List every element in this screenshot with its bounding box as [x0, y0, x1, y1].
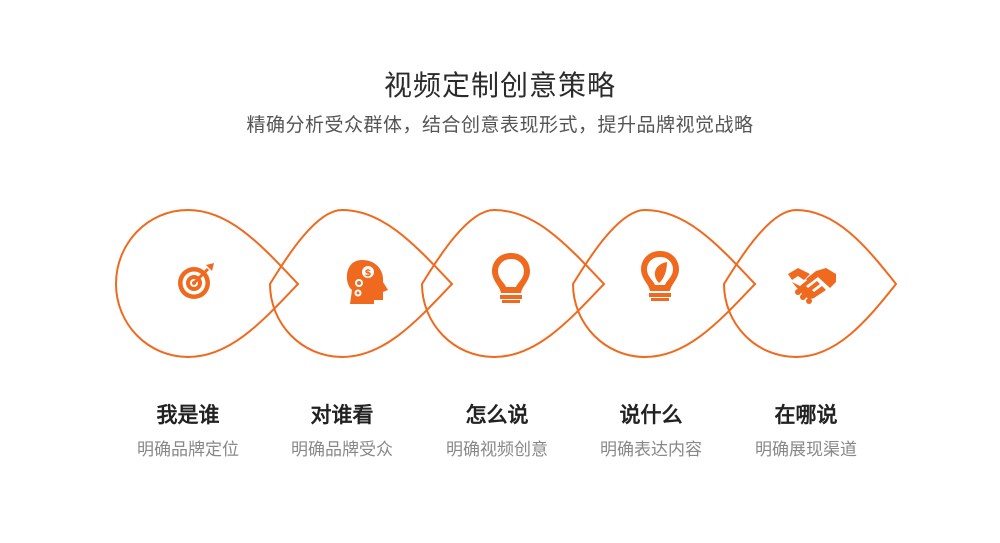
step-title-1: 我是谁 — [156, 403, 220, 427]
svg-text:$: $ — [365, 268, 372, 279]
page-title: 视频定制创意策略 — [383, 69, 616, 102]
step-title-3: 怎么说 — [465, 403, 529, 427]
head-coin-icon: $ — [346, 260, 388, 304]
step-subtitle-4: 明确表达内容 — [600, 440, 702, 460]
step-subtitle-1: 明确品牌定位 — [137, 440, 239, 460]
step-subtitle-5: 明确展现渠道 — [755, 440, 857, 460]
step-title-4: 说什么 — [619, 403, 683, 427]
step-shape-2 — [268, 208, 454, 359]
step-subtitle-2: 明确品牌受众 — [291, 440, 393, 460]
step-title-2: 对谁看 — [310, 403, 374, 427]
step-title-5: 在哪说 — [774, 403, 838, 427]
step-shape-5 — [722, 208, 898, 359]
step-shape-1 — [114, 208, 300, 359]
target-icon — [178, 263, 214, 299]
step-shape-3 — [420, 208, 606, 359]
leaf-bulb-icon — [641, 251, 679, 301]
step-shape-4 — [571, 208, 757, 359]
page-subtitle: 精确分析受众群体，结合创意表现形式，提升品牌视觉战略 — [246, 114, 754, 136]
lightbulb-icon — [492, 253, 530, 303]
step-subtitle-3: 明确视频创意 — [446, 440, 548, 460]
handshake-icon — [788, 268, 836, 304]
